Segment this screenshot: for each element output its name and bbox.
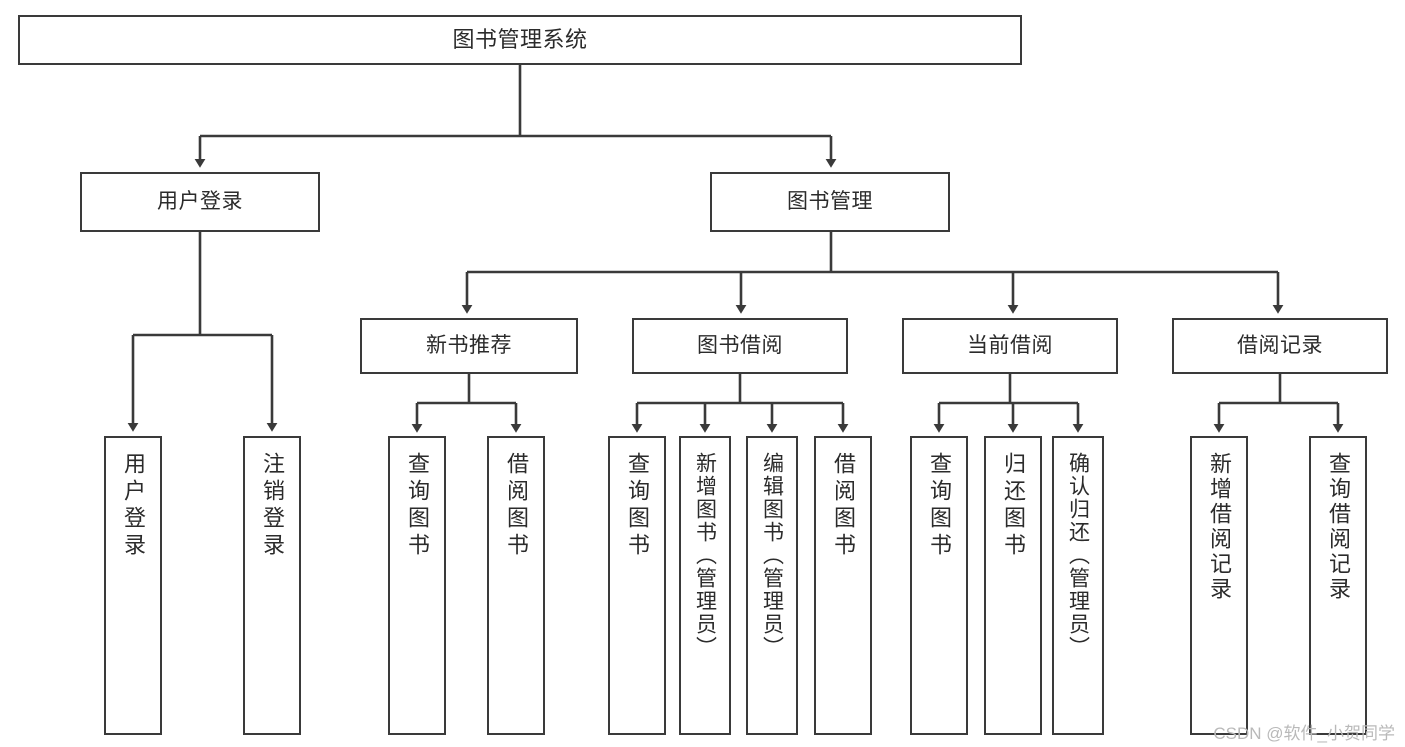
node-leaf-logout-label: 注销登录 xyxy=(260,452,285,560)
node-book-borrow-label: 图书借阅 xyxy=(697,333,783,357)
node-new-book-recommend[interactable]: 新书推荐 xyxy=(360,318,578,374)
node-current-borrow[interactable]: 当前借阅 xyxy=(902,318,1118,374)
node-book-borrow[interactable]: 图书借阅 xyxy=(632,318,848,374)
node-leaf-user-login[interactable]: 用户登录 xyxy=(104,436,162,735)
node-leaf-query-book-2-label: 查询图书 xyxy=(625,452,650,560)
node-book-manage[interactable]: 图书管理 xyxy=(710,172,950,232)
node-root[interactable]: 图书管理系统 xyxy=(18,15,1022,65)
node-book-manage-label: 图书管理 xyxy=(787,189,873,213)
node-leaf-add-record-label: 新增借阅记录 xyxy=(1207,452,1232,602)
node-user-login[interactable]: 用户登录 xyxy=(80,172,320,232)
node-root-label: 图书管理系统 xyxy=(452,27,588,53)
node-leaf-query-record-label: 查询借阅记录 xyxy=(1326,452,1351,602)
node-leaf-query-book-3-label: 查询图书 xyxy=(927,452,952,560)
csdn-watermark: CSDN @软件_小贺同学 xyxy=(1213,724,1395,743)
node-borrow-record-label: 借阅记录 xyxy=(1237,333,1323,357)
node-leaf-logout[interactable]: 注销登录 xyxy=(243,436,301,735)
node-leaf-add-book-label: 新增图书（管理员） xyxy=(693,452,717,659)
node-leaf-confirm-return[interactable]: 确认归还（管理员） xyxy=(1052,436,1104,735)
node-leaf-add-record[interactable]: 新增借阅记录 xyxy=(1190,436,1248,735)
node-leaf-confirm-return-label: 确认归还（管理员） xyxy=(1066,452,1090,659)
node-new-book-recommend-label: 新书推荐 xyxy=(426,333,512,357)
node-leaf-query-book-3[interactable]: 查询图书 xyxy=(910,436,968,735)
node-leaf-query-book-1-label: 查询图书 xyxy=(405,452,430,560)
node-leaf-query-book-2[interactable]: 查询图书 xyxy=(608,436,666,735)
node-leaf-return-book[interactable]: 归还图书 xyxy=(984,436,1042,735)
node-current-borrow-label: 当前借阅 xyxy=(967,333,1053,357)
node-leaf-query-book-1[interactable]: 查询图书 xyxy=(388,436,446,735)
node-leaf-edit-book[interactable]: 编辑图书（管理员） xyxy=(746,436,798,735)
node-user-login-label: 用户登录 xyxy=(157,189,243,213)
node-leaf-edit-book-label: 编辑图书（管理员） xyxy=(760,452,784,659)
node-leaf-query-record[interactable]: 查询借阅记录 xyxy=(1309,436,1367,735)
node-leaf-return-book-label: 归还图书 xyxy=(1001,452,1026,560)
node-leaf-user-login-label: 用户登录 xyxy=(121,452,146,560)
node-borrow-record[interactable]: 借阅记录 xyxy=(1172,318,1388,374)
node-leaf-borrow-book-2[interactable]: 借阅图书 xyxy=(814,436,872,735)
node-leaf-borrow-book-2-label: 借阅图书 xyxy=(831,452,856,560)
node-leaf-borrow-book-1[interactable]: 借阅图书 xyxy=(487,436,545,735)
node-leaf-borrow-book-1-label: 借阅图书 xyxy=(504,452,529,560)
node-leaf-add-book[interactable]: 新增图书（管理员） xyxy=(679,436,731,735)
